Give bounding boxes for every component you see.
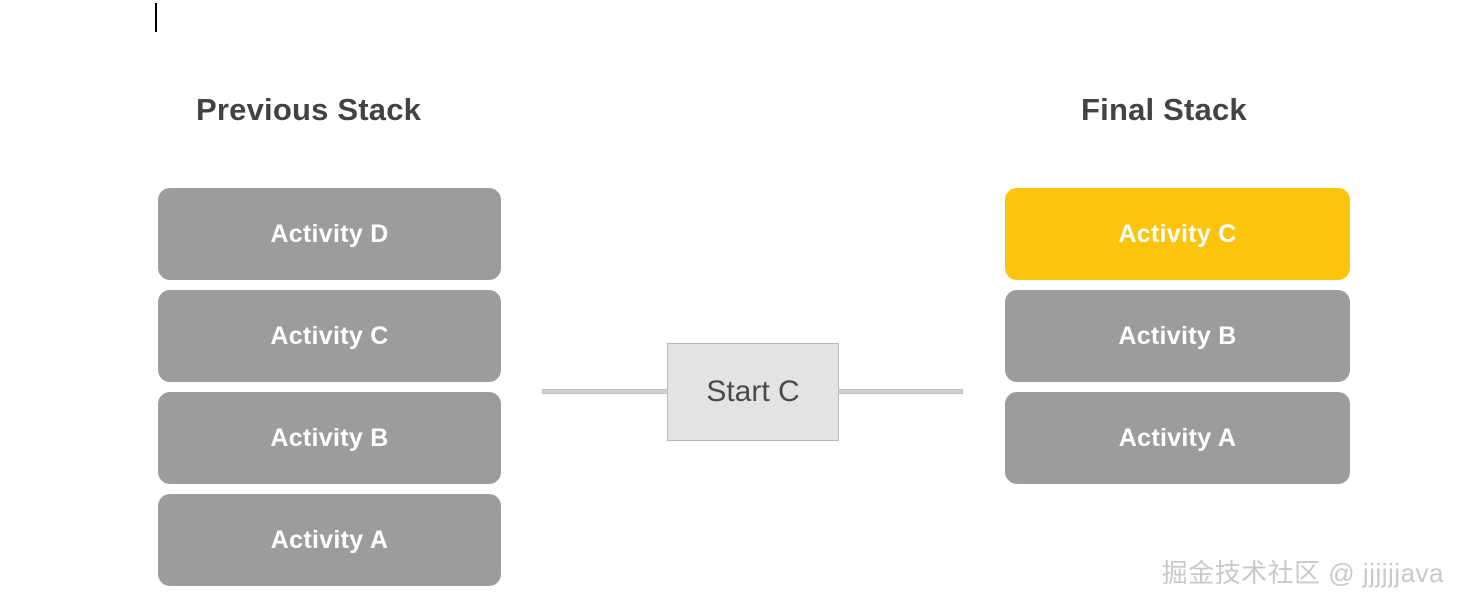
activity-box[interactable]: Activity B — [1005, 290, 1350, 382]
previous-stack: Activity D Activity C Activity B Activit… — [158, 188, 501, 586]
activity-box[interactable]: Activity C — [158, 290, 501, 382]
connector-line-left-icon — [542, 389, 668, 394]
activity-label: Activity B — [1118, 321, 1237, 350]
activity-box[interactable]: Activity A — [158, 494, 501, 586]
activity-label: Activity B — [270, 423, 389, 452]
activity-label: Activity C — [270, 321, 389, 350]
connector-line-right-icon — [838, 389, 963, 394]
final-stack-title: Final Stack — [1081, 92, 1247, 127]
start-activity-box[interactable]: Start C — [667, 343, 839, 441]
watermark: 掘金技术社区 @ jjjjjjava — [1161, 558, 1444, 588]
activity-box-highlighted[interactable]: Activity C — [1005, 188, 1350, 280]
text-caret — [155, 3, 157, 32]
activity-label: Activity D — [270, 219, 389, 248]
activity-box[interactable]: Activity A — [1005, 392, 1350, 484]
transition-group: Start C — [542, 343, 963, 441]
start-activity-label: Start C — [706, 375, 800, 408]
activity-label: Activity C — [1118, 219, 1237, 248]
previous-stack-title: Previous Stack — [196, 92, 422, 127]
activity-label: Activity A — [1118, 423, 1237, 452]
activity-box[interactable]: Activity D — [158, 188, 501, 280]
activity-label: Activity A — [270, 525, 389, 554]
activity-box[interactable]: Activity B — [158, 392, 501, 484]
final-stack: Activity C Activity B Activity A — [1005, 188, 1350, 484]
